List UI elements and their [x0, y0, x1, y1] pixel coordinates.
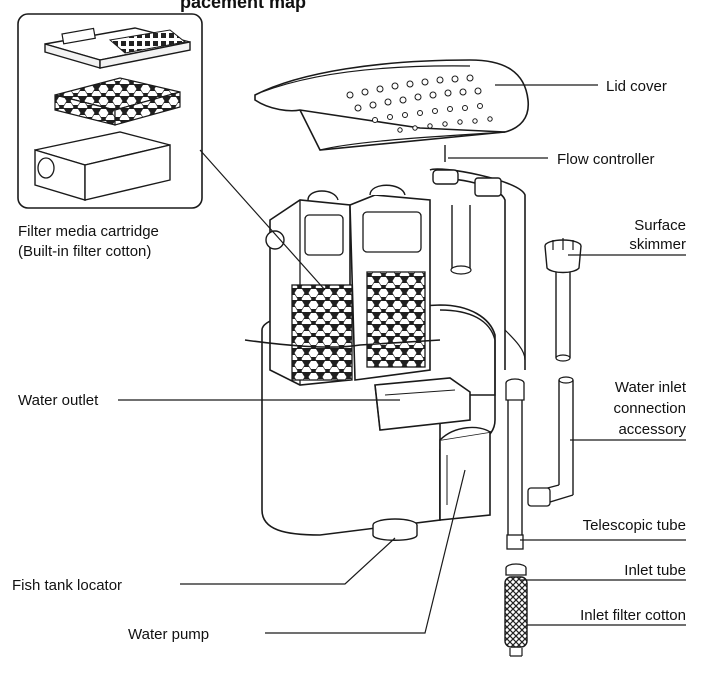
label-surface-skimmer-2: skimmer — [629, 236, 686, 253]
label-telescopic-tube: Telescopic tube — [583, 517, 686, 534]
water-inlet-connection — [527, 376, 574, 507]
label-lid-cover: Lid cover — [606, 78, 667, 95]
inset-filter-sponge — [54, 77, 181, 126]
pump-housing — [439, 426, 491, 521]
inlet-filter-cotton — [504, 563, 528, 657]
label-water-inlet-1: Water inlet — [615, 379, 687, 396]
label-water-pump: Water pump — [128, 626, 209, 643]
inset-cartridge-lid — [44, 27, 191, 69]
page-title-fragment: pacement map — [180, 0, 307, 12]
label-fish-tank-locator: Fish tank locator — [12, 577, 122, 594]
fish-tank-locator — [372, 518, 418, 541]
label-flow-controller: Flow controller — [557, 151, 655, 168]
label-inlet-tube: Inlet tube — [624, 562, 686, 579]
cartridge-right — [349, 184, 431, 381]
label-surface-skimmer-1: Surface — [634, 217, 686, 234]
surface-skimmer — [544, 238, 582, 362]
label-inlet-filter-cotton: Inlet filter cotton — [580, 607, 686, 624]
flow-controller — [429, 145, 526, 370]
leader-lines — [118, 84, 686, 634]
inset-cartridge-box — [34, 131, 171, 201]
label-filter-media-2: (Built-in filter cotton) — [18, 243, 151, 260]
label-water-inlet-2: connection — [613, 400, 686, 417]
water-outlet-spout — [374, 377, 471, 431]
label-water-inlet-3: accessory — [618, 421, 686, 438]
filter-body — [244, 184, 496, 541]
label-filter-media-1: Filter media cartridge — [18, 223, 159, 240]
cartridge-left — [265, 190, 353, 386]
telescopic-tube — [505, 378, 525, 550]
inset-box — [17, 13, 203, 209]
label-water-outlet: Water outlet — [18, 392, 99, 409]
lid-cover — [254, 59, 530, 151]
